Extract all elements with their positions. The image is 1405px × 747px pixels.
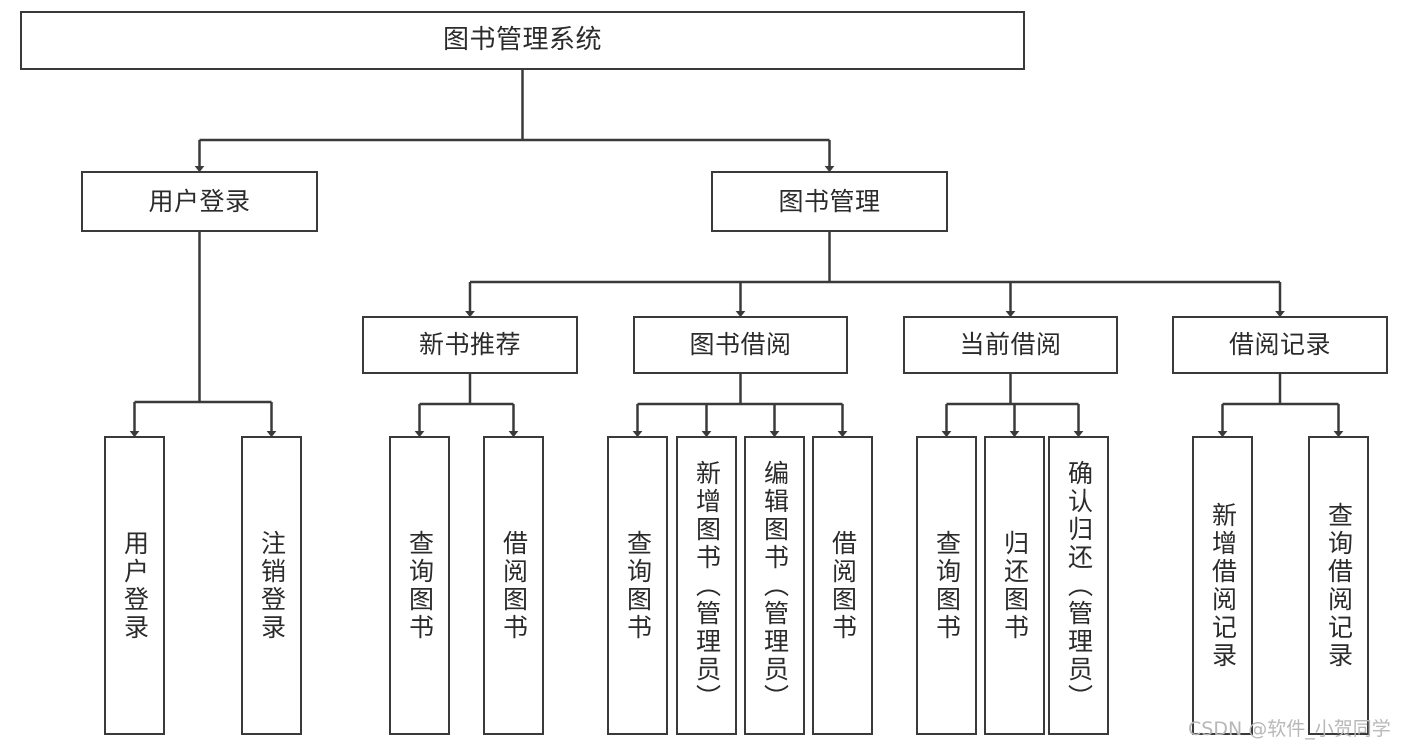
node-leaf-borrow-book-2[interactable]: 借阅图书 (812, 436, 873, 735)
node-leaf-add-book-label: 新增图书（管理员） (692, 459, 722, 712)
node-leaf-user-login[interactable]: 用户登录 (104, 436, 165, 735)
node-user-login[interactable]: 用户登录 (81, 171, 318, 232)
node-book-borrow[interactable]: 图书借阅 (633, 316, 848, 374)
node-root-label: 图书管理系统 (442, 25, 602, 56)
node-leaf-add-record-label: 新增借阅记录 (1208, 501, 1238, 670)
node-borrow-record-label: 借阅记录 (1228, 330, 1331, 360)
node-leaf-query-book-1-label: 查询图书 (405, 529, 435, 642)
node-book-manage[interactable]: 图书管理 (711, 171, 948, 232)
node-user-login-label: 用户登录 (148, 186, 251, 216)
node-leaf-borrow-book-1[interactable]: 借阅图书 (483, 436, 544, 735)
node-leaf-user-login-label: 用户登录 (120, 529, 150, 642)
node-root[interactable]: 图书管理系统 (20, 11, 1025, 70)
node-leaf-query-record-label: 查询借阅记录 (1324, 501, 1354, 670)
node-leaf-borrow-book-1-label: 借阅图书 (499, 529, 529, 642)
node-leaf-query-book-1[interactable]: 查询图书 (389, 436, 450, 735)
node-borrow-record[interactable]: 借阅记录 (1172, 316, 1388, 374)
node-leaf-user-logout-label: 注销登录 (257, 529, 287, 642)
node-leaf-query-book-3-label: 查询图书 (932, 529, 962, 642)
node-new-book-rec-label: 新书推荐 (418, 330, 521, 360)
node-leaf-return-book-label: 归还图书 (1000, 529, 1030, 642)
node-leaf-edit-book-label: 编辑图书（管理员） (760, 459, 790, 712)
node-leaf-query-book-2-label: 查询图书 (623, 529, 653, 642)
node-leaf-add-record[interactable]: 新增借阅记录 (1192, 436, 1253, 735)
node-leaf-add-book[interactable]: 新增图书（管理员） (676, 436, 737, 735)
node-leaf-borrow-book-2-label: 借阅图书 (828, 529, 858, 642)
node-leaf-edit-book[interactable]: 编辑图书（管理员） (744, 436, 805, 735)
node-leaf-user-logout[interactable]: 注销登录 (241, 436, 302, 735)
node-book-manage-label: 图书管理 (778, 186, 881, 216)
node-leaf-query-record[interactable]: 查询借阅记录 (1308, 436, 1369, 735)
node-book-borrow-label: 图书借阅 (689, 330, 792, 360)
node-current-borrow[interactable]: 当前借阅 (903, 316, 1118, 374)
node-current-borrow-label: 当前借阅 (959, 330, 1062, 360)
node-leaf-confirm-return-label: 确认归还（管理员） (1064, 459, 1094, 712)
node-new-book-rec[interactable]: 新书推荐 (362, 316, 578, 374)
node-leaf-query-book-2[interactable]: 查询图书 (607, 436, 668, 735)
node-leaf-return-book[interactable]: 归还图书 (984, 436, 1045, 735)
node-leaf-confirm-return[interactable]: 确认归还（管理员） (1048, 436, 1109, 735)
node-leaf-query-book-3[interactable]: 查询图书 (916, 436, 977, 735)
watermark-text: CSDN @软件_小贺同学 (1188, 718, 1391, 740)
